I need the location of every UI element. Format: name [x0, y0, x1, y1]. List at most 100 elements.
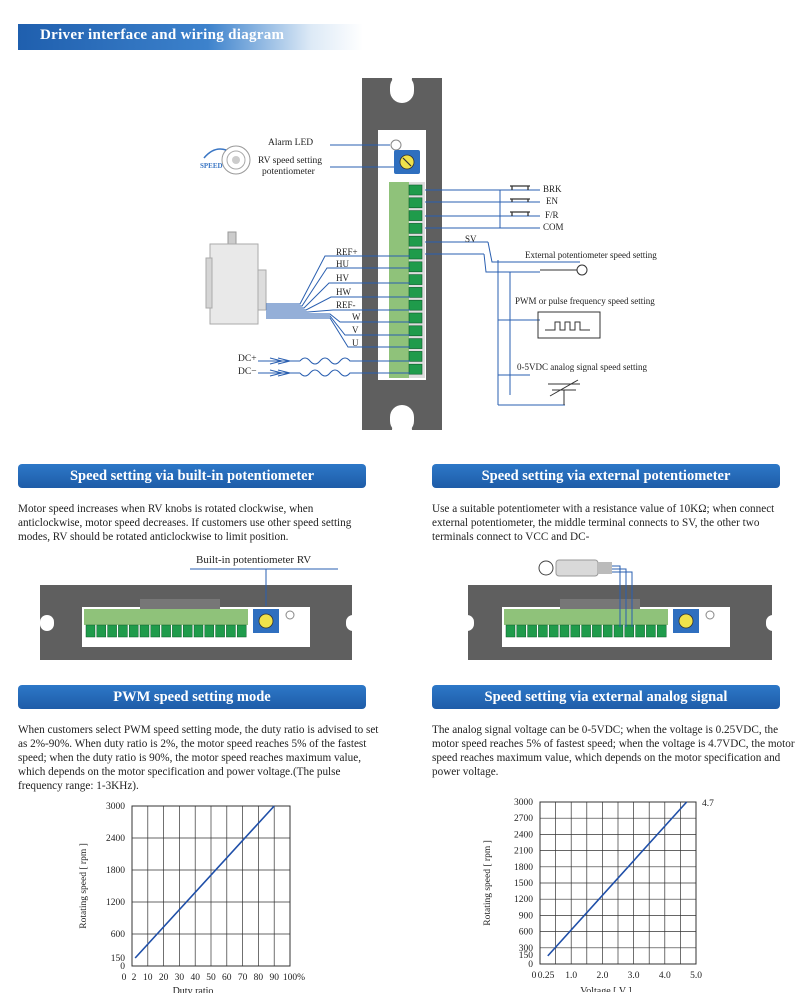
terminal-pin: [226, 624, 236, 638]
terminal-pin: [570, 624, 581, 638]
rv-knob-icon: [394, 150, 420, 174]
y-tick-label: 1800: [106, 866, 125, 876]
terminal-pin: [215, 624, 225, 638]
x-tick-label: 0.25: [538, 971, 555, 981]
rv-label-line1: RV speed setting: [258, 156, 322, 166]
x-tick-label: 40: [190, 973, 200, 983]
y-axis-label: Rotating speed [ rpm ]: [79, 843, 89, 928]
x-tick-label: 0: [532, 971, 537, 981]
terminal-pin: [559, 624, 570, 638]
plot-frame: [539, 801, 697, 965]
motor-label-hu: HU: [336, 259, 349, 269]
terminal-pin: [408, 210, 423, 221]
motor-wires: [266, 255, 410, 348]
external-pot-wiring: [538, 559, 633, 627]
pwm-signal-icon: [537, 311, 601, 339]
x-tick-label: 5.0: [690, 971, 702, 981]
fr-label: F/R: [545, 210, 559, 220]
terminal-pin: [118, 624, 128, 638]
rv-label-line2: potentiometer: [262, 167, 315, 177]
motor-label-hv: HV: [336, 273, 349, 283]
y-tick-label: 3000: [514, 798, 533, 808]
builtin-text: Motor speed increases when RV knobs is r…: [18, 503, 352, 543]
x-tick-label: 2: [132, 973, 137, 983]
terminal-pin: [646, 624, 656, 638]
terminal-pin: [408, 197, 423, 209]
x-tick-label: 3.0: [628, 971, 640, 981]
dc-plus-label: DC+: [238, 354, 257, 364]
x-tick-label: 0: [122, 973, 127, 983]
x-axis-label: Voltage [ V ]: [580, 986, 631, 992]
dc-minus-label: DC−: [238, 367, 257, 377]
alarm-led-icon: [390, 139, 402, 151]
builtin-driver-topview: [40, 585, 360, 660]
y-tick-label: 600: [111, 930, 126, 940]
terminal-pin: [408, 261, 423, 273]
terminal-pin: [408, 287, 423, 298]
terminal-pin: [182, 624, 193, 638]
dc-wires: [258, 357, 410, 377]
y-tick-label: 1200: [514, 895, 533, 905]
terminal-pin: [635, 624, 645, 638]
analog-text: The analog signal voltage can be 0-5VDC;…: [432, 724, 795, 778]
motor-label-w: W: [352, 312, 361, 322]
terminal-pin: [624, 624, 635, 638]
terminal-pin: [548, 624, 559, 638]
y-tick-label: 2400: [514, 830, 533, 840]
terminal-pin: [408, 184, 423, 196]
x-tick-label: 2.0: [596, 971, 608, 981]
terminal-pin: [408, 248, 423, 260]
en-label: EN: [546, 196, 558, 206]
motor-label-v: V: [352, 325, 359, 335]
x-axis-label: Duty ratio: [173, 986, 214, 993]
motor-label-ref-minus: REF-: [336, 300, 356, 310]
analog-label: 0-5VDC analog signal speed setting: [517, 362, 647, 372]
x-tick-label: 90: [269, 973, 279, 983]
brk-label: BRK: [543, 184, 562, 194]
terminal-pin: [408, 312, 423, 324]
alarm-led-label: Alarm LED: [268, 138, 314, 148]
section-title-pwm: PWM speed setting mode: [18, 685, 366, 709]
external-driver-topview: [460, 585, 780, 660]
x-tick-label: 60: [222, 973, 232, 983]
motor-label-hw: HW: [336, 287, 351, 297]
switch-icons: [510, 185, 530, 216]
terminal-pin: [613, 624, 624, 638]
annotation-label: 4.7: [702, 799, 714, 809]
y-tick-label: 1800: [514, 863, 533, 873]
terminal-pin: [408, 363, 423, 375]
x-tick-label: 100%: [283, 973, 305, 983]
y-tick-label: 1500: [514, 879, 533, 889]
y-tick-label: 0: [528, 960, 533, 970]
motor-label-ref-plus: REF+: [336, 247, 358, 257]
section-title-analog: Speed setting via external analog signal: [432, 685, 780, 709]
y-axis-label: Rotating speed [ rpm ]: [483, 840, 493, 925]
terminal-pin: [408, 299, 423, 311]
y-tick-label: 300: [519, 944, 534, 954]
control-wires: [425, 189, 580, 406]
wiring-diagram: SPEED: [200, 75, 601, 433]
terminal-pin: [96, 624, 107, 638]
svg-text:SPEED: SPEED: [200, 162, 223, 170]
terminal-pin: [172, 624, 182, 638]
pwm-text: When customers select PWM speed setting …: [18, 724, 379, 792]
builtin-callout-line: [190, 568, 338, 606]
terminal-pin: [193, 624, 204, 638]
terminal-pin: [408, 223, 423, 234]
series-line: [547, 801, 688, 957]
terminal-pin: [150, 624, 161, 638]
y-tick-label: 600: [519, 928, 534, 938]
x-tick-label: 30: [175, 973, 185, 983]
terminal-pin: [107, 624, 117, 638]
com-label: COM: [543, 222, 564, 232]
x-tick-label: 10: [143, 973, 153, 983]
y-tick-label: 2100: [514, 847, 533, 857]
ext-pot-label: External potentiometer speed setting: [525, 250, 657, 260]
x-tick-label: 50: [206, 973, 216, 983]
ext-potentiometer-icon: [540, 264, 588, 276]
terminal-pin: [581, 624, 591, 638]
terminal-pin: [128, 624, 139, 638]
terminal-pin: [538, 624, 548, 638]
terminal-pin: [408, 351, 423, 362]
